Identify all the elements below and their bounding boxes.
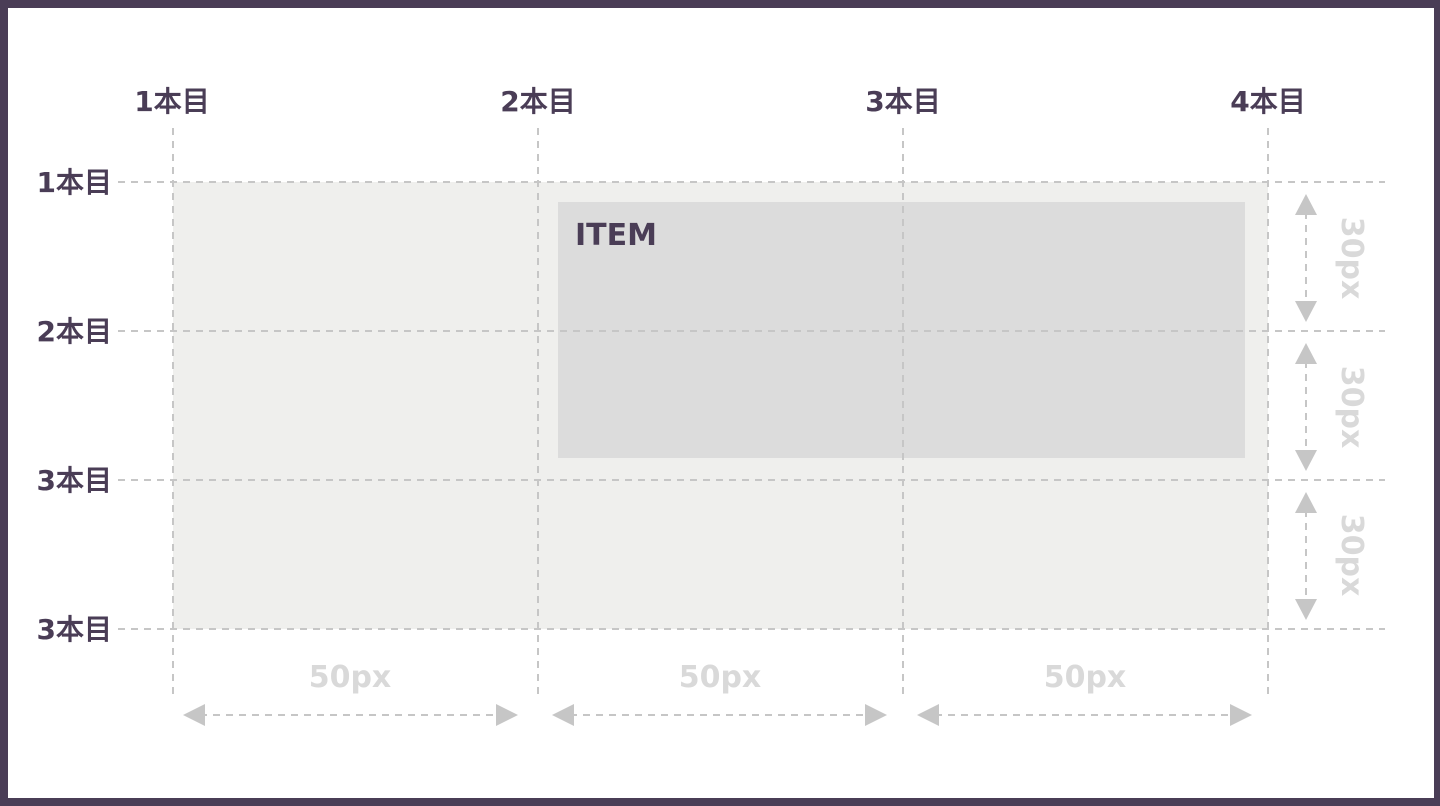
row-height-label-3: 30px (1334, 514, 1369, 597)
row-line-label-3: 3本目 (37, 464, 112, 497)
row-height-label-1: 30px (1334, 217, 1369, 300)
column-line-label-4: 4本目 (1230, 85, 1305, 118)
column-width-label-1: 50px (309, 660, 392, 695)
column-width-label-3: 50px (1044, 660, 1127, 695)
row-height-arrowheads (1295, 194, 1317, 620)
column-width-label-2: 50px (679, 660, 762, 695)
item-label: ITEM (575, 218, 657, 253)
column-line-label-3: 3本目 (865, 85, 940, 118)
column-grid-lines (172, 128, 1269, 700)
column-width-arrowheads (183, 704, 1252, 726)
row-line-label-2: 2本目 (37, 315, 112, 348)
row-height-label-2: 30px (1334, 366, 1369, 449)
column-line-label-1: 1本目 (134, 85, 209, 118)
column-line-label-2: 2本目 (500, 85, 575, 118)
row-line-label-4: 3本目 (37, 613, 112, 646)
row-grid-lines (118, 181, 1385, 630)
row-line-label-1: 1本目 (37, 166, 112, 199)
